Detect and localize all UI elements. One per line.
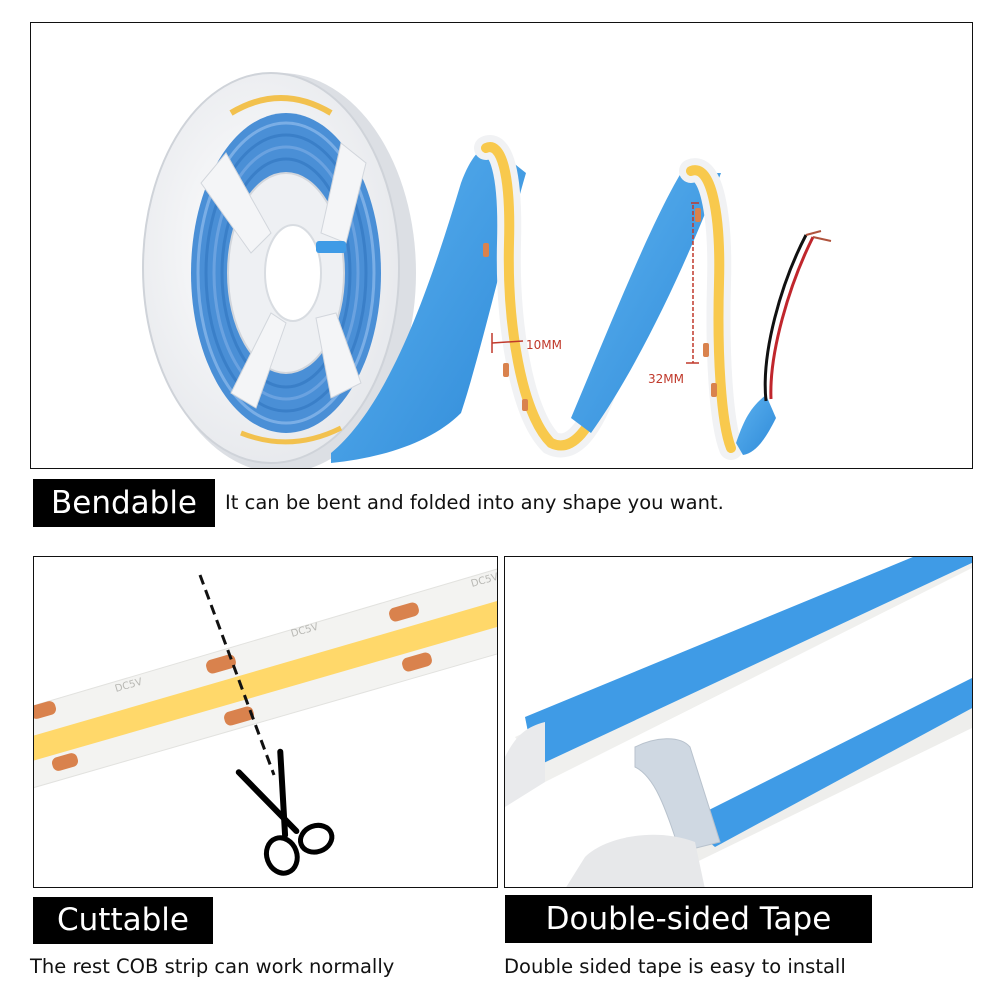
cuttable-photo-panel: DC5V DC5V DC5V [33, 556, 498, 888]
cuttable-title: Cuttable [57, 902, 189, 938]
scissors-icon [235, 748, 335, 876]
cut-line [198, 574, 276, 776]
height-dimension-label: 32MM [648, 372, 684, 386]
tape-title: Double-sided Tape [545, 900, 832, 937]
lower-strip-with-peeled-liner [566, 678, 972, 887]
cob-strip-closeup: DC5V DC5V DC5V [34, 568, 497, 876]
reel [142, 72, 416, 468]
tape-description: Double sided tape is easy to install [504, 955, 846, 978]
tape-title-box: Double-sided Tape [505, 895, 872, 943]
cob-strip: DC5V DC5V DC5V [34, 568, 497, 789]
copper-pads [483, 208, 717, 411]
bendable-description: It can be bent and folded into any shape… [225, 491, 724, 514]
led-strip-reel-illustration: 10MM 32MM [142, 72, 832, 468]
upper-strip [505, 557, 972, 807]
adhesive-tape-closeup [505, 557, 972, 887]
bendable-title: Bendable [50, 484, 198, 521]
reel-hub [200, 142, 367, 409]
bendable-photo-panel: 10MM 32MM [30, 22, 973, 469]
bendable-title-box: Bendable [33, 479, 215, 527]
cuttable-description: The rest COB strip can work normally [30, 955, 395, 978]
height-dimension-marker [686, 202, 699, 364]
width-dimension-marker [491, 333, 524, 353]
cuttable-title-box: Cuttable [33, 897, 213, 944]
tape-photo-panel [504, 556, 973, 888]
unwound-strip [331, 135, 832, 464]
solder-pads [34, 602, 432, 771]
width-dimension-label: 10MM [526, 338, 562, 352]
